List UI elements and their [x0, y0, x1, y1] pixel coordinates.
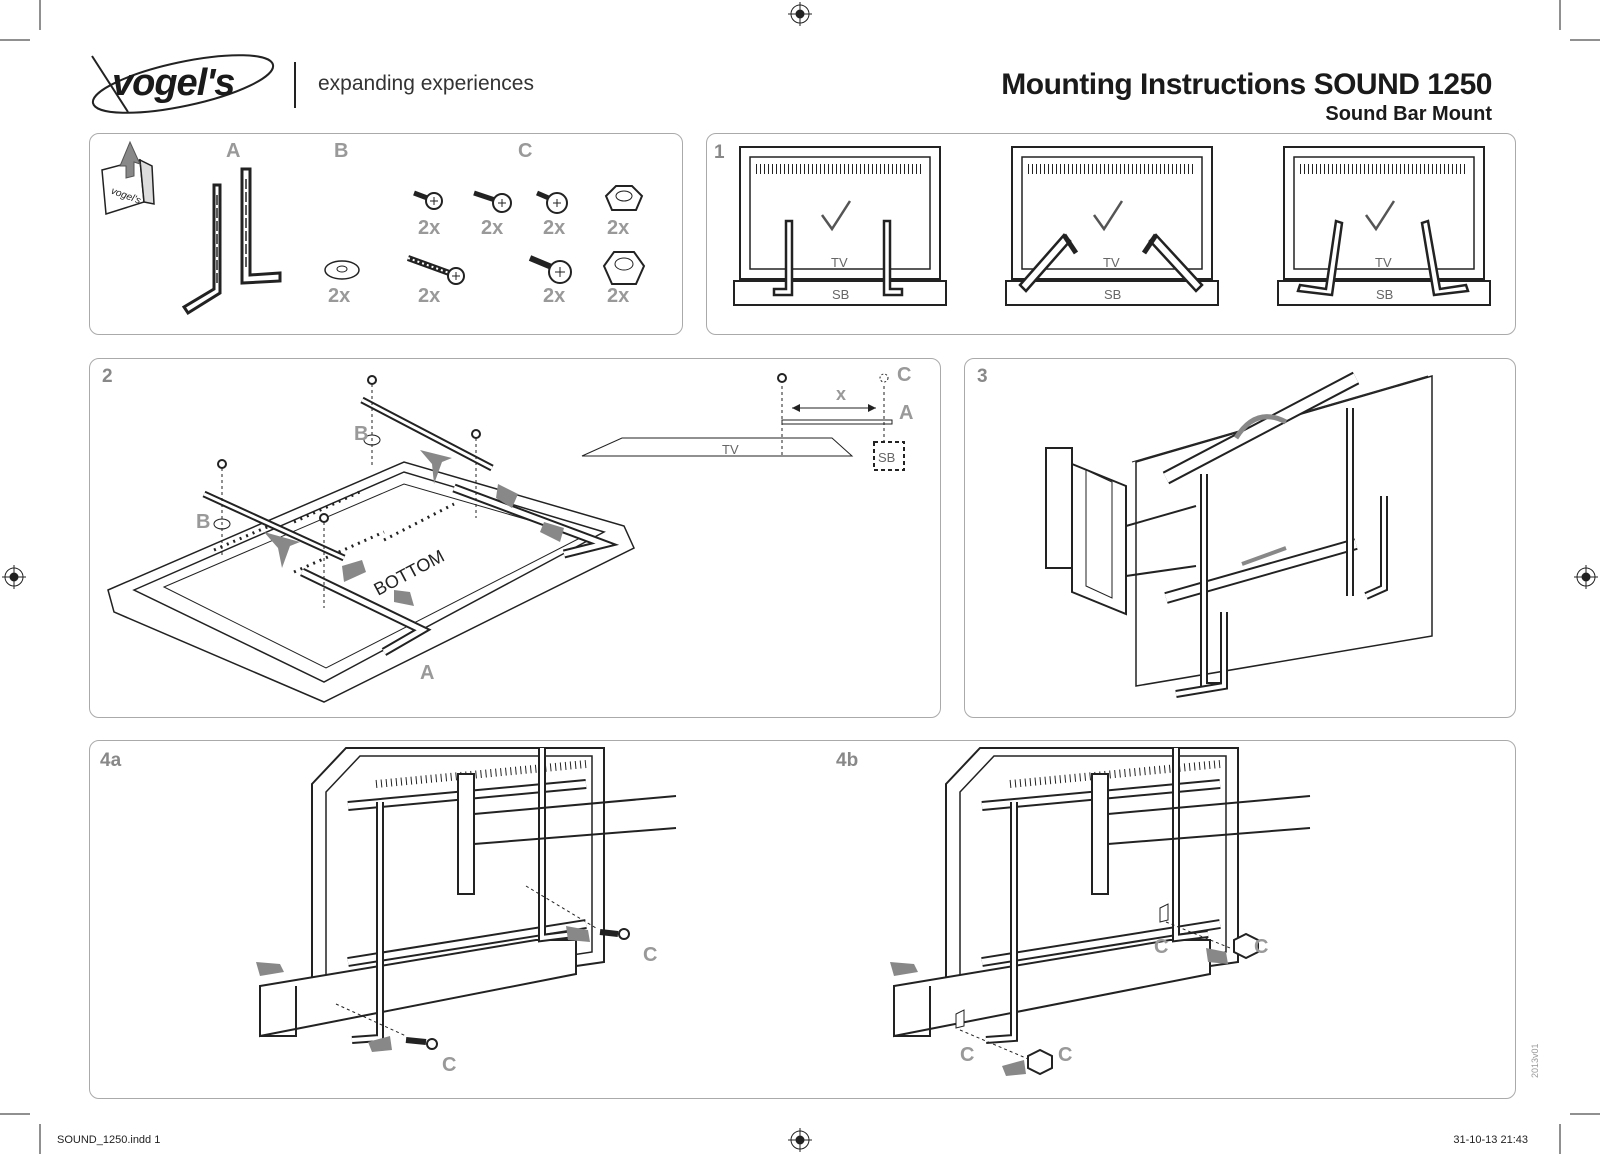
package-box-icon: vogel's	[101, 140, 155, 215]
part-label-b: B	[334, 140, 349, 162]
step-4b-label-c3: C	[960, 1044, 975, 1066]
step-2-tv-label: TV	[722, 442, 739, 457]
step-4b-number: 4b	[836, 750, 859, 771]
step-2-label-a: A	[420, 662, 435, 684]
parts-panel	[89, 133, 683, 335]
washer-b-icon	[324, 260, 360, 280]
step-4a-number: 4a	[100, 750, 122, 771]
step-2-label-c: C	[897, 364, 912, 386]
vogels-logo-swoosh-icon	[91, 54, 275, 114]
screw-long-icon	[406, 255, 465, 285]
step-1-option-angled-in: TV SB	[1005, 146, 1219, 306]
page-subtitle: Sound Bar Mount	[1325, 103, 1492, 125]
step-2-sb-label: SB	[878, 450, 895, 465]
registration-mark-top	[788, 2, 812, 26]
footer-file: SOUND_1250.indd 1	[57, 1134, 161, 1146]
step-4b-label-c2: C	[1254, 936, 1269, 958]
brand-logo: vogel's	[112, 62, 235, 104]
page-title: Mounting Instructions SOUND 1250	[1001, 68, 1492, 101]
step-1-sb-label-3: SB	[1376, 287, 1393, 302]
step-2-label-b2: B	[196, 511, 211, 533]
step-2-side-view: TV SB x	[581, 373, 905, 471]
step-2-tv-back-illustration: BOTTOM	[107, 375, 635, 703]
step-2-number: 2	[102, 366, 113, 387]
step-4a-illustration	[256, 747, 677, 1052]
step-2-label-a2: A	[899, 402, 914, 424]
qty-nut-small: 2x	[607, 217, 630, 239]
screw-short-icon	[413, 190, 443, 210]
nut-large-icon	[602, 251, 646, 285]
screw-medium-icon	[473, 190, 512, 213]
step-4b-label-c4: C	[1058, 1044, 1073, 1066]
step-1-tv-label: TV	[831, 255, 848, 270]
qty-screw-bolt: 2x	[543, 285, 566, 307]
registration-mark-right	[1574, 565, 1598, 589]
step-2-x-label: x	[836, 384, 846, 404]
registration-mark-left	[2, 565, 26, 589]
qty-nut-large: 2x	[607, 285, 630, 307]
nut-small-icon	[604, 185, 644, 211]
qty-screw-large-head: 2x	[543, 217, 566, 239]
qty-screw-medium: 2x	[481, 217, 504, 239]
checkmark-icon	[820, 200, 852, 232]
tagline: expanding experiences	[318, 72, 534, 95]
version-code: 2013v01	[1530, 1043, 1540, 1078]
step-4b-illustration	[890, 747, 1311, 1076]
step-1-tv-label-2: TV	[1103, 255, 1120, 270]
step-2-label-b1: B	[354, 423, 369, 445]
screw-bolt-icon	[528, 255, 572, 284]
step-1-sb-label: SB	[832, 287, 849, 302]
step-1-tv-label-3: TV	[1375, 255, 1392, 270]
footer-timestamp: 31-10-13 21:43	[1453, 1134, 1528, 1146]
bracket-a-pair-icon	[181, 167, 282, 316]
qty-washer: 2x	[328, 285, 351, 307]
step-1-option-straight: TV SB	[733, 146, 947, 306]
part-label-a: A	[226, 140, 241, 162]
step-3-wall-mount-illustration	[1045, 371, 1433, 698]
registration-mark-bottom	[788, 1128, 812, 1152]
step-4b-label-c1: C	[1154, 936, 1169, 958]
qty-screw-short: 2x	[418, 217, 441, 239]
part-label-c: C	[518, 140, 533, 162]
step-4a-label-c2: C	[442, 1054, 457, 1076]
step-1-option-angled-out: TV SB	[1277, 146, 1491, 306]
step-1-number: 1	[714, 142, 725, 163]
qty-screw-long: 2x	[418, 285, 441, 307]
step-1-sb-label-2: SB	[1104, 287, 1121, 302]
logo-divider	[294, 62, 296, 108]
step-3-number: 3	[977, 366, 988, 387]
step-4a-label-c1: C	[643, 944, 658, 966]
screw-large-head-icon	[536, 190, 568, 214]
